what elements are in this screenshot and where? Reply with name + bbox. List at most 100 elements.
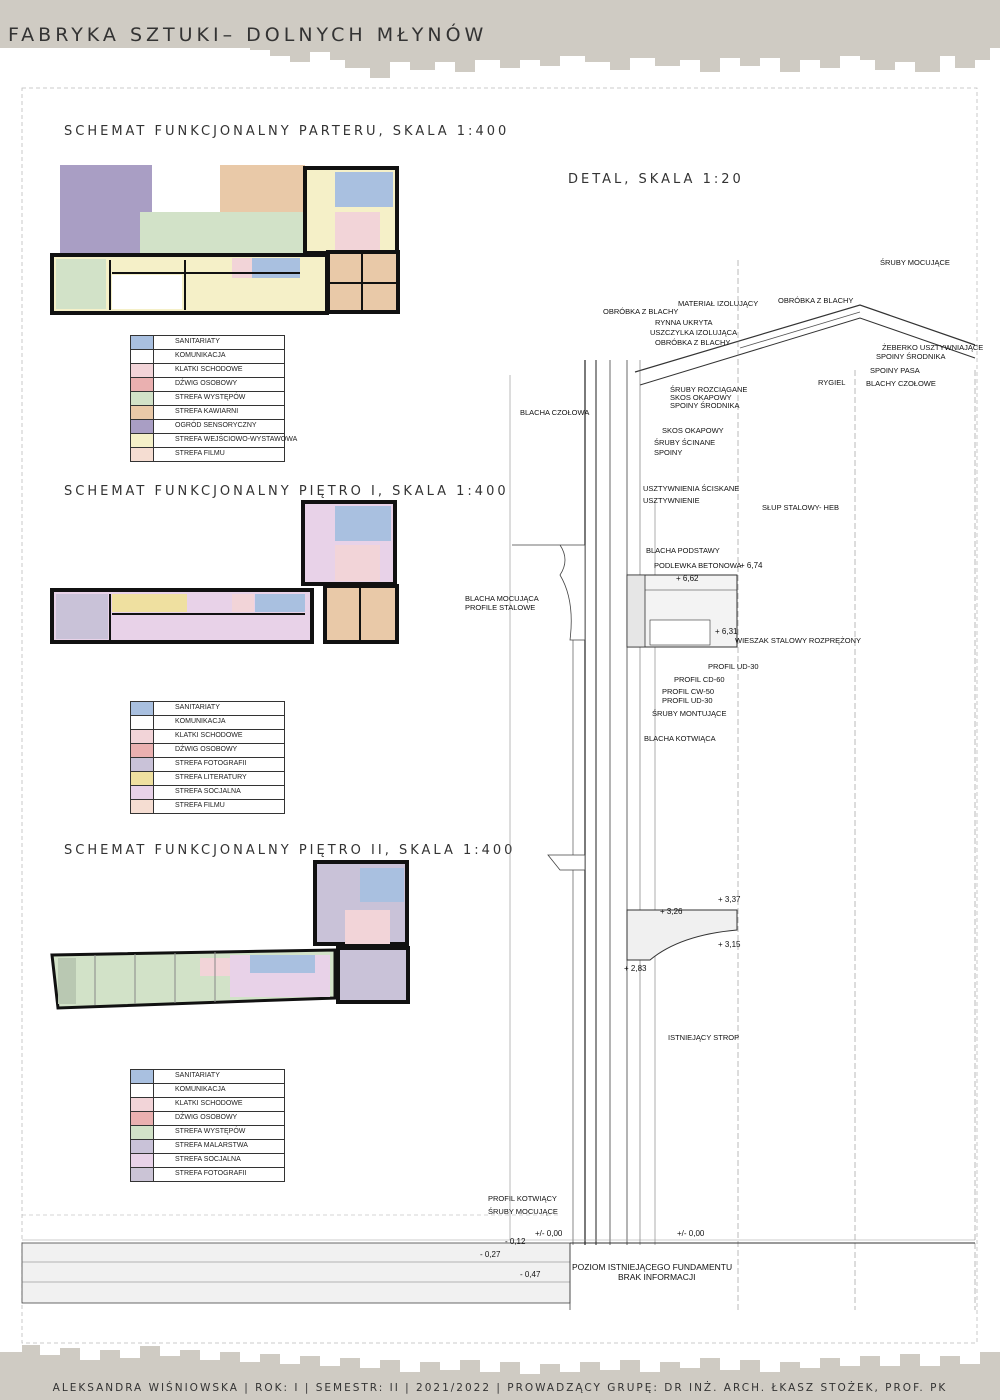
label-profile-stalowe: PROFILE STALOWE: [465, 603, 536, 612]
label-poziom-fundamentu: POZIOM ISTNIEJĄCEGO FUNDAMENTU: [572, 1262, 733, 1272]
legend-label: KOMUNIKACJA: [175, 1086, 226, 1093]
label-rynna-ukryta: RYNNA UKRYTA: [655, 318, 713, 327]
legend-label: STREFA WYSTĘPÓW: [175, 1128, 246, 1135]
legend-label: KLATKI SCHODOWE: [175, 732, 243, 739]
legend-swatch: [131, 772, 154, 785]
floor1-legend: SANITARIATY KOMUNIKACJA KLATKI SCHODOWE …: [130, 701, 285, 814]
legend-swatch: [131, 392, 154, 405]
label-material-izolujacy: MATERIAŁ IZOLUJĄCY: [678, 299, 759, 308]
label-sruby-mocujace-bottom: ŚRUBY MOCUJĄCE: [488, 1207, 558, 1216]
legend-swatch: [131, 364, 154, 377]
label-obrobka-z-blachy-a: OBRÓBKA Z BLACHY: [603, 307, 679, 316]
level-315: + 3,15: [718, 940, 741, 949]
legend-row: STREFA SOCJALNA: [130, 786, 285, 800]
label-profil-ud30-b: PROFIL UD-30: [662, 696, 713, 705]
detail-title: DETAL, SKALA 1:20: [568, 172, 744, 187]
level-674: + 6,74: [740, 561, 763, 570]
footer-skyline: [0, 1345, 1000, 1400]
label-brak-informacji: BRAK INFORMACJI: [618, 1272, 696, 1282]
legend-swatch: [131, 378, 154, 391]
label-blacha-kotwiaca: BLACHA KOTWIĄCA: [644, 734, 716, 743]
legend-swatch: [131, 1098, 154, 1111]
label-profil-cd60: PROFIL CD-60: [674, 675, 725, 684]
label-podlewka: PODLEWKA BETONOWA: [654, 561, 742, 570]
legend-swatch: [131, 420, 154, 433]
legend-label: SANITARIATY: [175, 338, 220, 345]
floor2-legend: SANITARIATY KOMUNIKACJA KLATKI SCHODOWE …: [130, 1069, 285, 1182]
label-sruby-mocujace-top: ŚRUBY MOCUJĄCE: [880, 258, 950, 267]
page-title: FABRYKA SZTUKI– DOLNYCH MŁYNÓW: [8, 24, 488, 46]
plan-cafe: [220, 165, 305, 217]
legend-label: STREFA FOTOGRAFII: [175, 1170, 247, 1177]
legend-row: DŹWIG OSOBOWY: [130, 1112, 285, 1126]
level-662: + 6,62: [676, 574, 699, 583]
level-000-a: +/- 0,00: [535, 1229, 563, 1238]
legend-row: SANITARIATY: [130, 1069, 285, 1084]
legend-label: STREFA FILMU: [175, 802, 225, 809]
legend-row: KOMUNIKACJA: [130, 716, 285, 730]
legend-swatch: [131, 758, 154, 771]
plan-garden: [60, 165, 152, 255]
legend-label: SANITARIATY: [175, 1072, 220, 1079]
legend-label: STREFA WEJŚCIOWO-WYSTAWOWA: [175, 436, 298, 443]
legend-label: STREFA LITERATURY: [175, 774, 247, 781]
legend-row: STREFA WYSTĘPÓW: [130, 1126, 285, 1140]
label-profil-cw50: PROFIL CW-50: [662, 687, 715, 696]
legend-label: STREFA MALARSTWA: [175, 1142, 248, 1149]
label-skos-okapowy-a: SKOS OKAPOWY: [670, 393, 732, 402]
label-skos-okapowy-b: SKOS OKAPOWY: [662, 426, 724, 435]
label-sruby-scinane: ŚRUBY ŚCINANE: [654, 438, 716, 447]
legend-label: KLATKI SCHODOWE: [175, 366, 243, 373]
level-326: + 3,26: [660, 907, 683, 916]
label-obrobka-z-blachy-c: OBRÓBKA Z BLACHY: [655, 338, 731, 347]
label-sruby-montujace: ŚRUBY MONTUJĄCE: [652, 709, 727, 718]
label-zeberko: ŻEBERKO USZTYWNIAJĄCE: [882, 343, 984, 352]
legend-swatch: [131, 350, 154, 363]
legend-label: STREFA SOCJALNA: [175, 788, 241, 795]
legend-label: DŹWIG OSOBOWY: [175, 746, 238, 753]
label-usztywnienie: USZTYWNIENIE: [643, 496, 700, 505]
plan-north-stairs: [335, 212, 380, 250]
label-spoiny-pasa: SPOINY PASA: [870, 366, 920, 375]
level-m027: - 0,27: [480, 1250, 501, 1259]
legend-label: DŹWIG OSOBOWY: [175, 1114, 238, 1121]
legend-row: SANITARIATY: [130, 335, 285, 350]
label-spoiny-srodnika-b: SPOINY ŚRODNIKA: [670, 401, 740, 410]
legend-swatch: [131, 744, 154, 757]
plan-f2-east: [336, 946, 410, 1004]
plan-north-wc: [335, 172, 393, 207]
legend-row: STREFA MALARSTWA: [130, 1140, 285, 1154]
legend-swatch: [131, 702, 154, 715]
legend-label: STREFA SOCJALNA: [175, 1156, 241, 1163]
legend-swatch: [131, 800, 154, 813]
legend-swatch: [131, 730, 154, 743]
level-283: + 2,83: [624, 964, 647, 973]
level-m047: - 0,47: [520, 1270, 541, 1279]
level-337: + 3,37: [718, 895, 741, 904]
label-profil-ud30-a: PROFIL UD-30: [708, 662, 759, 671]
legend-row: STREFA WYSTĘPÓW: [130, 392, 285, 406]
legend-row: SANITARIATY: [130, 701, 285, 716]
legend-row: DŹWIG OSOBOWY: [130, 744, 285, 758]
legend-row: STREFA FOTOGRAFII: [130, 1168, 285, 1182]
legend-label: KOMUNIKACJA: [175, 352, 226, 359]
legend-label: STREFA KAWIARNI: [175, 408, 239, 415]
legend-row: KOMUNIKACJA: [130, 350, 285, 364]
label-blacha-podstawy: BLACHA PODSTAWY: [646, 546, 720, 555]
ground-floor-title: SCHEMAT FUNKCJONALNY PARTERU, SKALA 1:40…: [64, 124, 510, 139]
legend-swatch: [131, 1140, 154, 1153]
label-profil-kotwiacy: PROFIL KOTWIĄCY: [488, 1194, 557, 1203]
label-istniejacy-strop: ISTNIEJĄCY STROP: [668, 1033, 740, 1042]
legend-label: STREFA WYSTĘPÓW: [175, 394, 246, 401]
floor2-title: SCHEMAT FUNKCJONALNY PIĘTRO II, SKALA 1:…: [64, 843, 516, 858]
legend-label: OGRÓD SENSORYCZNY: [175, 422, 257, 429]
legend-swatch: [131, 1070, 154, 1083]
label-sruby-rozciagane: ŚRUBY ROZCIĄGANE: [670, 385, 748, 394]
label-usztywnienia-sciskane: USZTYWNIENIA ŚCISKANE: [643, 484, 740, 493]
legend-label: DŹWIG OSOBOWY: [175, 380, 238, 387]
label-blachy-czolowe: BLACHY CZOŁOWE: [866, 379, 936, 388]
legend-swatch: [131, 786, 154, 799]
legend-swatch: [131, 448, 154, 461]
